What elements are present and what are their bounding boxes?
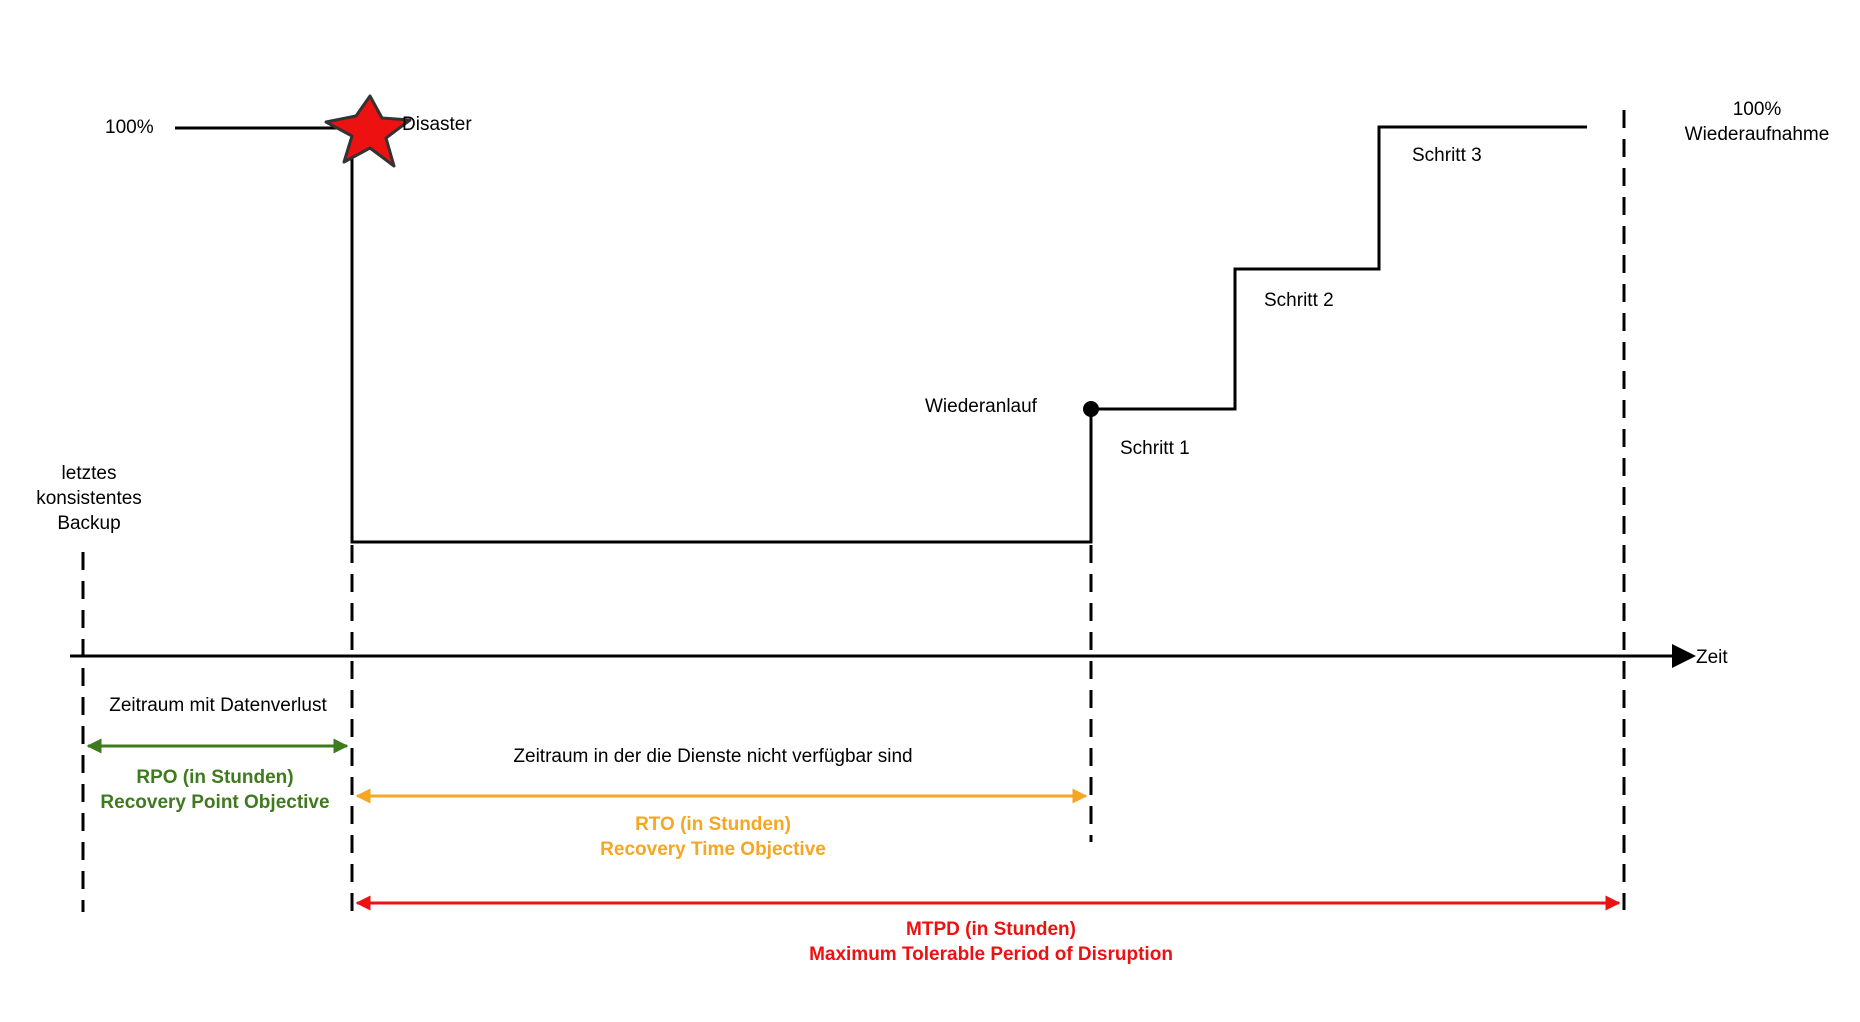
- service-level-curve: [175, 125, 1587, 544]
- arrowhead-icon: [1672, 644, 1696, 668]
- time-axis-label: Zeit: [1696, 647, 1728, 668]
- level-100-label: 100%: [105, 117, 154, 138]
- rpo-title: RPO (in Stunden): [136, 767, 293, 788]
- step1-label: Schritt 1: [1120, 438, 1190, 459]
- mtpd-title: MTPD (in Stunden): [906, 919, 1076, 940]
- filled-dot-icon: [1083, 401, 1099, 417]
- restart-label: Wiederanlauf: [925, 396, 1038, 417]
- backup-label-line3: Backup: [57, 513, 120, 534]
- disaster-label: Disaster: [402, 114, 472, 135]
- red-star-icon: [324, 94, 412, 168]
- data-loss-label: Zeitraum mit Datenverlust: [109, 695, 327, 716]
- unavailable-label: Zeitraum in der die Dienste nicht verfüg…: [513, 746, 912, 767]
- backup-label-line1: letztes: [62, 463, 117, 484]
- rpo-subtitle: Recovery Point Objective: [100, 792, 329, 813]
- backup-label-line2: konsistentes: [36, 488, 142, 509]
- resumption-pct-label: 100%: [1733, 99, 1782, 120]
- resumption-label: Wiederaufnahme: [1685, 124, 1830, 145]
- mtpd-subtitle: Maximum Tolerable Period of Disruption: [809, 944, 1173, 965]
- step2-label: Schritt 2: [1264, 290, 1334, 311]
- step3-label: Schritt 3: [1412, 145, 1482, 166]
- rto-title: RTO (in Stunden): [635, 814, 791, 835]
- rto-subtitle: Recovery Time Objective: [600, 839, 826, 860]
